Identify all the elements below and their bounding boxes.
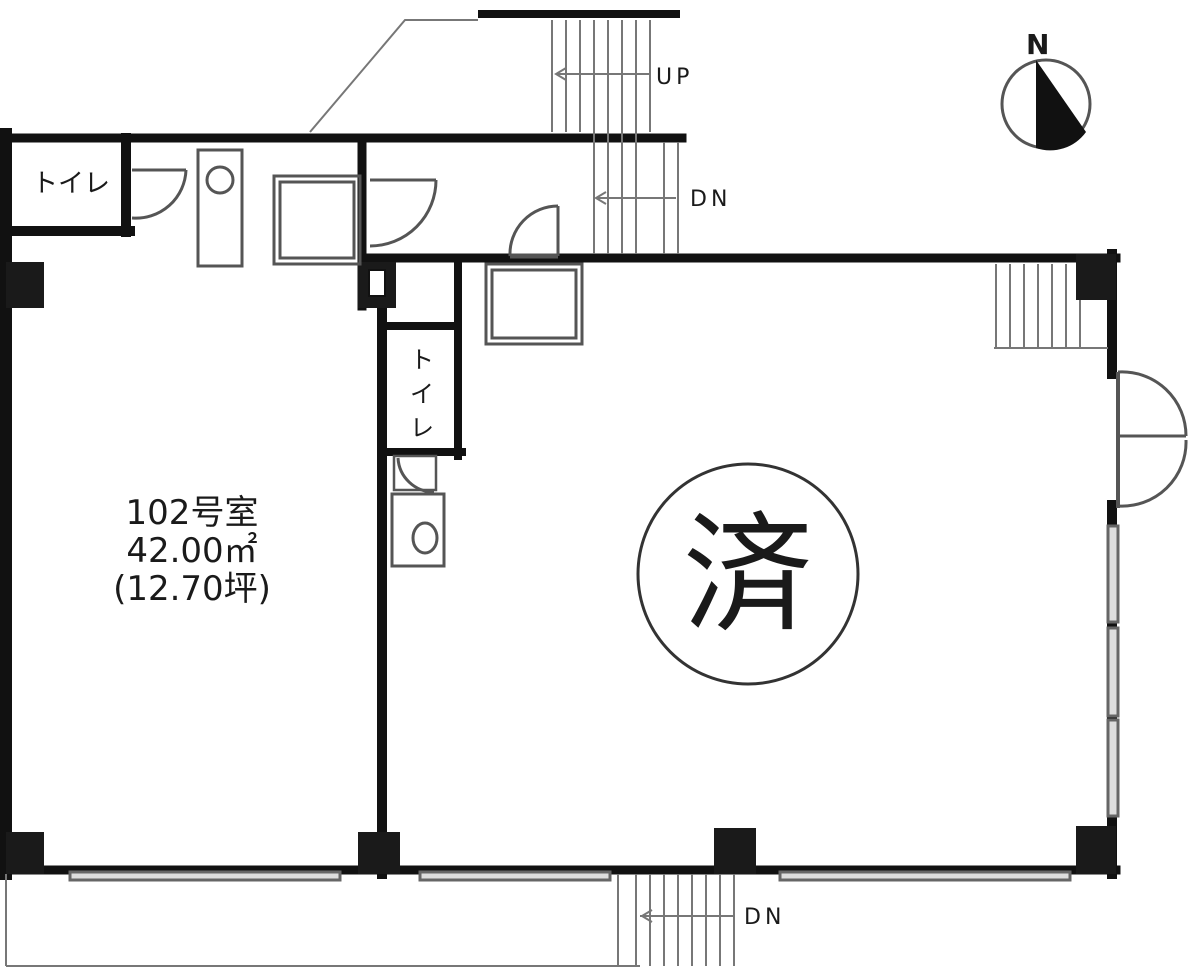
door-swings bbox=[131, 168, 1188, 508]
fixtures bbox=[196, 148, 584, 568]
stair-down-label-bottom: DN bbox=[744, 905, 785, 930]
occupied-mark: 済 bbox=[683, 499, 813, 651]
windows bbox=[68, 524, 1120, 882]
unit-area-tsubo: (12.70坪) bbox=[113, 569, 271, 609]
occupied-stamp: 済 bbox=[636, 462, 860, 686]
stairs-bottom bbox=[635, 874, 735, 966]
north-compass: N bbox=[1000, 28, 1092, 151]
columns bbox=[6, 254, 1116, 874]
toilet-label-center-2: イ bbox=[410, 380, 434, 408]
stair-up-label: UP bbox=[656, 65, 693, 90]
site-boundary bbox=[5, 10, 680, 967]
toilet-label-center-3: レ bbox=[410, 414, 434, 442]
stairs-right-corner bbox=[994, 264, 1108, 349]
unit-area-m2: 42.00㎡ bbox=[126, 531, 257, 571]
stair-down-label-top: DN bbox=[690, 187, 731, 212]
compass-north-label: N bbox=[1026, 28, 1049, 61]
stairs-top bbox=[551, 20, 679, 254]
toilet-label-left: トイレ bbox=[32, 169, 110, 199]
unit-name: 102号室 bbox=[126, 493, 259, 533]
toilet-label-center-1: ト bbox=[410, 346, 434, 374]
